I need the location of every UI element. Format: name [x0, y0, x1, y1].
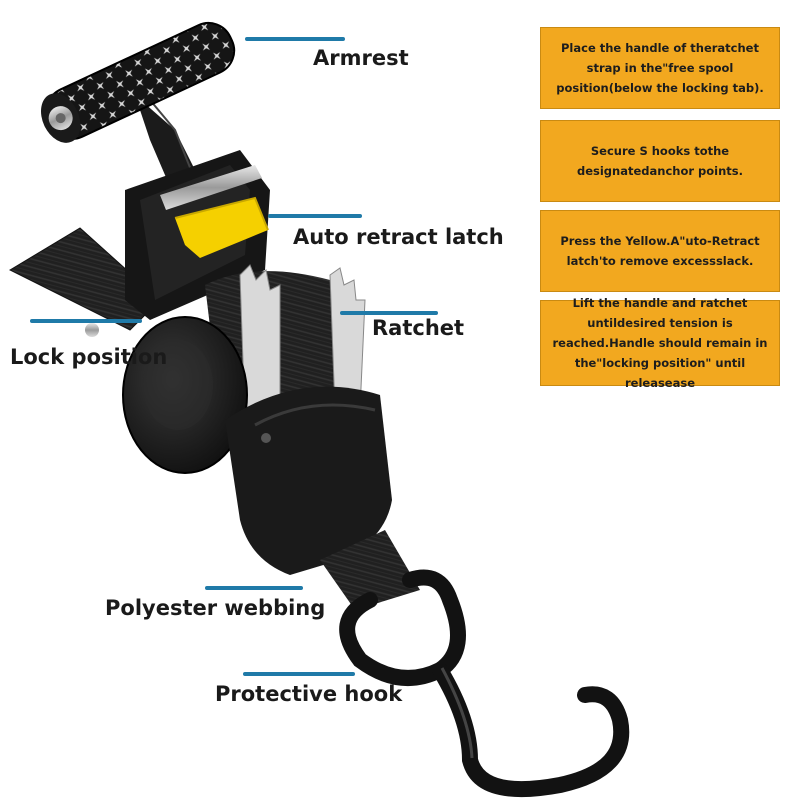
yellow-latch	[174, 196, 269, 258]
step-4-text: Lift the handle and ratchet untildesired…	[552, 296, 768, 390]
polyester-webbing-label: Polyester webbing	[105, 596, 326, 620]
lock-position-label: Lock position	[10, 345, 168, 369]
ratchet-callout-line	[340, 311, 438, 315]
step-2-text: Secure S hooks tothe designatedanchor po…	[576, 144, 744, 178]
step-box-3: Press the Yellow.A"uto-Retract latch'to …	[540, 208, 780, 292]
protective-hook-label: Protective hook	[215, 682, 403, 706]
step-box-1: Place the handle of theratchet strap in …	[540, 25, 780, 109]
step-box-2: Secure S hooks tothe designatedanchor po…	[540, 118, 780, 202]
s-hook	[339, 569, 630, 798]
webbing-roll	[205, 264, 366, 421]
armrest-label: Armrest	[313, 46, 409, 70]
step-3-text: Press the Yellow.A"uto-Retract latch'to …	[560, 234, 760, 268]
lock-position-callout-line	[30, 319, 142, 323]
lock-housing	[85, 316, 248, 474]
ratchet-label: Ratchet	[372, 316, 465, 340]
lower-webbing	[320, 530, 420, 610]
protective-hook-callout-line	[243, 672, 355, 676]
step-box-4: Lift the handle and ratchet untildesired…	[540, 296, 780, 390]
front-cover	[225, 386, 392, 575]
step-1-text: Place the handle of theratchet strap in …	[556, 41, 764, 95]
armrest-callout-line	[245, 37, 345, 41]
polyester-webbing-callout-line	[205, 586, 303, 590]
auto-retract-latch-callout-line	[268, 214, 362, 218]
armrest-grip	[40, 21, 236, 143]
auto-retract-latch-label: Auto retract latch	[293, 225, 504, 249]
